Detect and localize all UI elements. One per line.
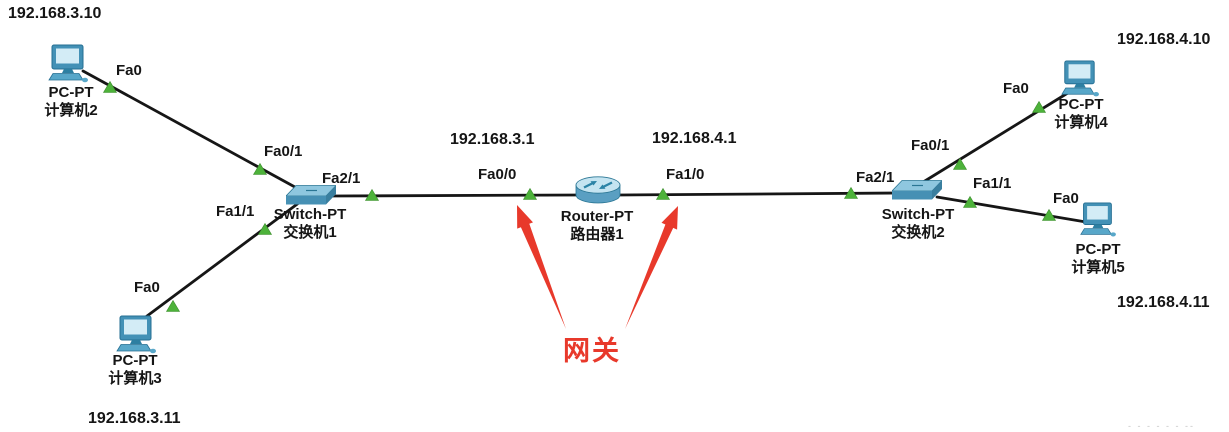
port-up-icon-pc2-fa0 xyxy=(102,80,118,93)
link-switch2-pc5[interactable] xyxy=(935,195,1088,224)
device-switch1[interactable] xyxy=(286,183,336,210)
device-model: PC-PT xyxy=(112,352,158,369)
port-up-icon-sw2-fa11 xyxy=(962,195,978,208)
port-label-pc3-fa0: Fa0 xyxy=(134,279,160,296)
port-label-pc2-fa0: Fa0 xyxy=(116,62,142,79)
port-up-icon-sw2-fa01 xyxy=(952,157,968,170)
device-router1[interactable] xyxy=(574,174,622,208)
port-up-icon-sw2-fa21 xyxy=(843,186,859,199)
switch-icon xyxy=(892,180,942,200)
device-label-switch2: Switch-PT 交换机2 xyxy=(858,206,978,241)
ip-note-router-fa10: 192.168.4.1 xyxy=(652,130,737,147)
port-up-icon-pc5-fa0 xyxy=(1041,208,1057,221)
device-name: 计算机5 xyxy=(1071,258,1125,276)
link-switch2-pc4[interactable] xyxy=(918,89,1073,186)
device-model: PC-PT xyxy=(1058,96,1104,113)
port-label-sw1-fa11: Fa1/1 xyxy=(216,203,255,220)
device-model: PC-PT xyxy=(1075,241,1121,258)
ip-note-pc2: 192.168.3.10 xyxy=(8,5,102,22)
port-up-icon-sw1-fa11 xyxy=(257,222,273,235)
port-up-icon-router-fa00 xyxy=(522,187,538,200)
ip-note-router-fa00: 192.168.3.1 xyxy=(450,131,535,148)
gateway-arrow-right xyxy=(625,206,678,329)
device-switch2[interactable] xyxy=(892,178,942,205)
device-name: 交换机1 xyxy=(283,223,337,241)
router-icon xyxy=(575,176,621,204)
port-label-sw1-fa21: Fa2/1 xyxy=(322,170,361,187)
ip-note-pc3: 192.168.3.11 xyxy=(88,410,181,427)
pc-icon xyxy=(1061,60,1099,97)
device-label-pc5: PC-PT 计算机5 xyxy=(1038,241,1158,276)
port-up-icon-pc4-fa0 xyxy=(1031,100,1047,113)
port-label-sw2-fa21: Fa2/1 xyxy=(856,169,895,186)
device-name: 计算机2 xyxy=(44,101,98,119)
device-pc5[interactable] xyxy=(1076,202,1118,238)
port-label-pc5-fa0: Fa0 xyxy=(1053,190,1079,207)
device-pc3[interactable] xyxy=(113,315,157,355)
switch-icon xyxy=(286,185,336,205)
device-model: Switch-PT xyxy=(273,206,347,223)
link-pc2-switch1[interactable] xyxy=(81,69,306,194)
port-label-sw1-fa01: Fa0/1 xyxy=(264,143,303,160)
port-label-router-fa00: Fa0/0 xyxy=(478,166,517,183)
port-up-icon-sw1-fa01 xyxy=(252,162,268,175)
device-pc2[interactable] xyxy=(45,44,89,84)
port-up-icon-pc3-fa0 xyxy=(165,299,181,312)
port-up-icon-sw1-fa21 xyxy=(364,188,380,201)
link-pc3-switch1[interactable] xyxy=(137,200,302,324)
pc-icon xyxy=(116,315,156,354)
watermark-fragment: - - - - - - -- xyxy=(1128,421,1195,431)
device-label-pc4: PC-PT 计算机4 xyxy=(1021,96,1141,131)
port-label-router-fa10: Fa1/0 xyxy=(666,166,705,183)
device-name: 路由器1 xyxy=(570,225,624,243)
device-label-switch1: Switch-PT 交换机1 xyxy=(250,206,370,241)
device-model: Switch-PT xyxy=(881,206,955,223)
pc-icon xyxy=(1080,202,1116,237)
port-up-icon-router-fa10 xyxy=(655,187,671,200)
ip-note-pc4: 192.168.4.10 xyxy=(1117,31,1211,48)
device-label-pc2: PC-PT 计算机2 xyxy=(11,84,131,119)
device-name: 交换机2 xyxy=(891,223,945,241)
device-label-router1: Router-PT 路由器1 xyxy=(537,208,657,243)
device-label-pc3: PC-PT 计算机3 xyxy=(75,352,195,387)
pc-icon xyxy=(48,44,88,83)
gateway-annotation-label: 网关 xyxy=(563,336,621,366)
device-name: 计算机3 xyxy=(108,369,162,387)
device-pc4[interactable] xyxy=(1058,60,1100,98)
port-label-sw2-fa11: Fa1/1 xyxy=(973,175,1012,192)
port-label-pc4-fa0: Fa0 xyxy=(1003,80,1029,97)
gateway-arrow-left xyxy=(517,205,566,329)
ip-note-pc5: 192.168.4.11 xyxy=(1117,294,1210,311)
device-model: PC-PT xyxy=(48,84,94,101)
device-name: 计算机4 xyxy=(1054,113,1108,131)
port-label-sw2-fa01: Fa0/1 xyxy=(911,137,950,154)
device-model: Router-PT xyxy=(560,208,634,225)
